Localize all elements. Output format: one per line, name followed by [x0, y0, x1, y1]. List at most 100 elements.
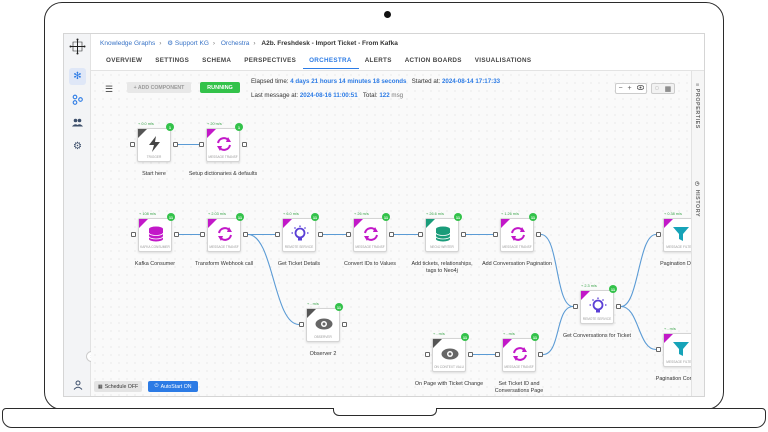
- connection-addconv-getconv[interactable]: [540, 233, 574, 308]
- node-input-port[interactable]: [130, 142, 135, 147]
- eye-icon: [315, 318, 333, 330]
- speed-icon: ⌁: [354, 212, 357, 216]
- settings-nav-icon[interactable]: ⚙: [73, 141, 82, 152]
- node-input-port[interactable]: [275, 232, 280, 237]
- node-input-port[interactable]: [299, 322, 304, 327]
- node-label: Add Conversation Pagination: [482, 261, 552, 267]
- node-input-port[interactable]: [425, 352, 430, 357]
- refresh-icon: [218, 227, 232, 241]
- breadcrumb-item[interactable]: Knowledge Graphs: [100, 40, 156, 47]
- node-card[interactable]: KAFKA CONSUMER: [138, 218, 172, 252]
- zoom-out-icon[interactable]: −: [618, 85, 623, 92]
- node-input-port[interactable]: [418, 232, 423, 237]
- orchestra-canvas[interactable]: ☰ + ADD COMPONENT RUNNING Elapsed time: …: [91, 71, 704, 396]
- node-card[interactable]: MESSAGE TRANSF: [206, 128, 240, 162]
- tab-action-boards[interactable]: ACTION BOARDS: [404, 57, 462, 64]
- account-nav-icon[interactable]: [69, 376, 86, 393]
- node-card[interactable]: NEO4J WRITER: [425, 218, 459, 252]
- node-card[interactable]: OBSERVER: [306, 308, 340, 342]
- node-output-port[interactable]: [538, 352, 543, 357]
- node-output-port[interactable]: [536, 232, 541, 237]
- node-card[interactable]: MESSAGE TRANSF: [502, 338, 536, 372]
- node-card[interactable]: REMOTE SERVICE: [580, 290, 614, 324]
- node-type-marker: [139, 219, 148, 228]
- node-type-marker: [581, 291, 590, 300]
- node-type: REMOTE SERVICE: [284, 245, 314, 249]
- grid-view-icon[interactable]: ▦: [664, 85, 672, 93]
- node-count-badge: 11: [335, 303, 343, 311]
- node-output-port[interactable]: [616, 304, 621, 309]
- eye-icon: [441, 348, 459, 360]
- filter-icon: [673, 342, 689, 356]
- node-input-port[interactable]: [199, 142, 204, 147]
- running-status-button[interactable]: RUNNING: [200, 82, 240, 93]
- node-output-port[interactable]: [461, 232, 466, 237]
- node-rate: ⌁ 108 m/s: [139, 212, 156, 216]
- node-output-port[interactable]: [468, 352, 473, 357]
- breadcrumb-item[interactable]: Orchestra: [220, 40, 250, 47]
- node-output-port[interactable]: [242, 142, 247, 147]
- speed-icon: ⌁: [426, 212, 429, 216]
- node-card[interactable]: REMOTE SERVICE: [282, 218, 316, 252]
- node-output-port[interactable]: [318, 232, 323, 237]
- zoom-in-icon[interactable]: +: [627, 85, 632, 92]
- node-output-port[interactable]: [389, 232, 394, 237]
- node-type-marker: [501, 219, 510, 228]
- app-logo-icon[interactable]: [68, 38, 87, 55]
- node-input-port[interactable]: [346, 232, 351, 237]
- node-output-port[interactable]: [342, 322, 347, 327]
- connection-transform-observer2[interactable]: [247, 233, 300, 326]
- node-card[interactable]: TRIGGER: [137, 128, 171, 162]
- node-input-port[interactable]: [656, 347, 661, 352]
- visibility-icon[interactable]: [636, 85, 644, 92]
- toggle-off-icon[interactable]: ◌: [654, 85, 659, 92]
- node-input-port[interactable]: [131, 232, 136, 237]
- autostart-button[interactable]: ⏻AutoStart ON: [148, 381, 198, 392]
- node-label: Get Conversations for Ticket: [562, 333, 631, 339]
- node-rate: ⌁ - m/s: [307, 302, 319, 306]
- add-component-button[interactable]: + ADD COMPONENT: [127, 82, 191, 93]
- connection-getconv-pagcont[interactable]: [620, 305, 657, 351]
- graph-nav-icon[interactable]: [69, 91, 86, 108]
- node-count-badge: 11: [311, 213, 319, 221]
- breadcrumb-item[interactable]: ⚙ Support KG: [167, 40, 209, 47]
- properties-panel-tab[interactable]: ≡ PROPERTIES: [694, 83, 700, 129]
- tab-settings[interactable]: SETTINGS: [155, 57, 190, 64]
- node-rate: ⌁ 26.6 m/s: [426, 212, 444, 216]
- node-type: TRIGGER: [146, 155, 162, 159]
- menu-icon[interactable]: ☰: [105, 84, 114, 94]
- node-label: Setup dictionaries & defaults: [188, 171, 258, 177]
- node-output-port[interactable]: [243, 232, 248, 237]
- node-type: OBSERVER: [314, 335, 332, 339]
- history-panel-tab[interactable]: ◷ HISTORY: [694, 181, 700, 218]
- speed-icon: ⌁: [503, 332, 506, 336]
- node-card[interactable]: MESSAGE TRANSF: [500, 218, 534, 252]
- tab-overview[interactable]: OVERVIEW: [106, 57, 143, 64]
- node-rate: ⌁ 26 m/s: [354, 212, 369, 216]
- node-input-port[interactable]: [495, 352, 500, 357]
- tab-orchestra[interactable]: ORCHESTRA: [303, 55, 359, 69]
- total-label: Total:: [362, 92, 378, 99]
- tab-visualisations[interactable]: VISUALISATIONS: [474, 57, 532, 64]
- node-input-port[interactable]: [656, 232, 661, 237]
- tab-perspectives[interactable]: PERSPECTIVES: [244, 57, 297, 64]
- tab-bar: OVERVIEW SETTINGS SCHEMA PERSPECTIVES OR…: [100, 55, 538, 69]
- node-output-port[interactable]: [173, 142, 178, 147]
- tab-schema[interactable]: SCHEMA: [202, 57, 232, 64]
- node-output-port[interactable]: [174, 232, 179, 237]
- connection-setticket-getconv[interactable]: [542, 305, 574, 356]
- tab-alerts[interactable]: ALERTS: [364, 57, 392, 64]
- node-card[interactable]: ON CONTEXT VALU: [432, 338, 466, 372]
- node-type: REMOTE SERVICE: [582, 317, 612, 321]
- node-input-port[interactable]: [200, 232, 205, 237]
- schedule-button[interactable]: ▦Schedule OFF: [94, 381, 142, 392]
- node-input-port[interactable]: [493, 232, 498, 237]
- node-type-marker: [208, 219, 217, 228]
- node-input-port[interactable]: [573, 304, 578, 309]
- node-card[interactable]: MESSAGE TRANSF: [353, 218, 387, 252]
- connection-getconv-pagdone[interactable]: [620, 233, 657, 308]
- snowflake-nav-icon[interactable]: ✻: [69, 68, 86, 85]
- refresh-icon: [511, 227, 525, 241]
- users-nav-icon[interactable]: [69, 114, 86, 131]
- node-card[interactable]: MESSAGE TRANSF: [207, 218, 241, 252]
